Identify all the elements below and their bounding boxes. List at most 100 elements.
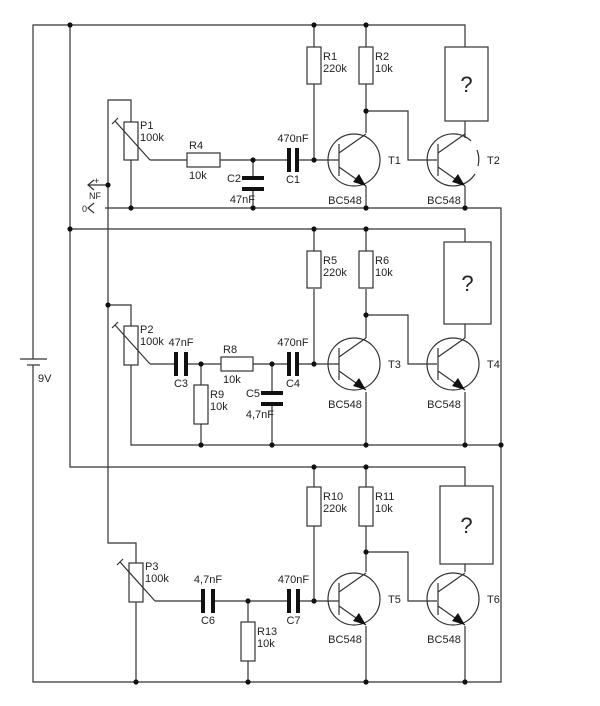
junction-dot <box>498 442 504 448</box>
junction-dot <box>105 182 111 188</box>
potentiometer-p3 <box>116 558 156 603</box>
resistor-value: 10k <box>375 63 393 75</box>
junction-dot <box>269 442 275 448</box>
transistor-type: BC548 <box>328 634 362 646</box>
capacitor-ref: C3 <box>174 378 188 390</box>
resistor-value: 10k <box>375 503 393 515</box>
junction-dot <box>245 679 251 685</box>
junction-dot <box>105 302 111 308</box>
junction-dot <box>363 108 369 114</box>
input-arrows <box>87 179 95 214</box>
junction-dot <box>363 442 369 448</box>
resistor-r5 <box>306 250 322 289</box>
resistor-ref: R10 <box>323 491 343 503</box>
labels: 9V + NF 0 R1220kR210kR5220kR610kR10220kR… <box>38 51 500 650</box>
transistor-ref: T1 <box>388 155 401 167</box>
junction-dot <box>311 361 317 367</box>
resistor-ref: R8 <box>223 344 237 356</box>
junction-dot <box>311 157 317 163</box>
transistor-t4 <box>426 337 480 391</box>
resistor-value: 10k <box>375 267 393 279</box>
capacitor-value: 470nF <box>277 337 308 349</box>
junction-dot <box>363 226 369 232</box>
resistor-value: 10k <box>257 638 275 650</box>
junction-dot <box>363 679 369 685</box>
pot-ref: P1 <box>140 120 153 132</box>
transistor-type: BC548 <box>328 399 362 411</box>
transistor-t1 <box>327 133 381 187</box>
input-zero: 0 <box>82 204 87 214</box>
capacitor-ref: C6 <box>201 615 215 627</box>
junction-dot <box>128 205 134 211</box>
pot-ref: P3 <box>145 561 158 573</box>
transistor-ref: T5 <box>388 594 401 606</box>
load-label: ? <box>460 72 472 97</box>
emitter-arrow-icon <box>452 613 465 625</box>
junction-dot <box>462 205 468 211</box>
resistor-ref: R5 <box>323 255 337 267</box>
resistor-ref: R4 <box>189 140 203 152</box>
resistor-r13 <box>240 621 256 662</box>
junction-dot <box>462 679 468 685</box>
junction-dot <box>311 598 317 604</box>
junction-dots <box>67 22 504 685</box>
resistor-r9 <box>193 384 209 425</box>
capacitor-ref: C2 <box>227 173 241 185</box>
resistor-value: 220k <box>323 63 347 75</box>
capacitor-value: 47nF <box>230 194 255 206</box>
unknown-load-box <box>444 46 489 122</box>
resistor-ref: R6 <box>375 255 389 267</box>
junction-dot <box>363 312 369 318</box>
input-label: NF <box>89 191 101 201</box>
transistor-ref: T6 <box>487 594 500 606</box>
junction-dot <box>67 226 73 232</box>
junction-dot <box>250 205 256 211</box>
transistor-t6 <box>426 572 480 626</box>
emitter-arrow-icon <box>353 378 366 390</box>
junction-dot <box>363 464 369 470</box>
resistor-r6 <box>358 250 374 289</box>
resistor-ref: R2 <box>375 51 389 63</box>
capacitor-value: 470nF <box>278 574 309 586</box>
capacitor-c7 <box>287 589 300 613</box>
transistor-ref: T3 <box>388 359 401 371</box>
unknown-load-box <box>439 485 494 565</box>
capacitor-c1 <box>287 148 299 172</box>
resistor-r1 <box>306 46 322 85</box>
emitter-arrow-icon <box>353 174 366 186</box>
resistor-ref: R9 <box>210 389 224 401</box>
transistor-t5 <box>327 572 381 626</box>
capacitor-ref: C7 <box>286 615 300 627</box>
transistor-type: BC548 <box>427 634 461 646</box>
input-plus: + <box>94 176 99 186</box>
transistor-t2 <box>426 133 480 187</box>
junction-dot <box>462 442 468 448</box>
resistor-r8 <box>220 356 254 372</box>
resistor-r2 <box>358 46 374 85</box>
potentiometer-p1 <box>111 117 151 161</box>
resistor-value: 10k <box>210 401 228 413</box>
junction-dot <box>67 22 73 28</box>
resistor-value: 10k <box>223 374 241 386</box>
resistor-r4 <box>186 152 221 168</box>
junction-dot <box>311 22 317 28</box>
junction-dot <box>245 598 251 604</box>
junction-dot <box>250 157 256 163</box>
junction-dot <box>198 442 204 448</box>
resistor-ref: R13 <box>257 626 277 638</box>
resistor-r10 <box>306 486 322 527</box>
load-label: ? <box>461 271 473 296</box>
unknown-load-box <box>443 241 492 325</box>
junction-dot <box>269 361 275 367</box>
capacitor-value: 4,7nF <box>194 574 222 586</box>
resistor-r11 <box>358 486 374 527</box>
junction-dot <box>363 549 369 555</box>
emitter-arrow-icon <box>452 174 465 186</box>
pot-value: 100k <box>140 132 164 144</box>
junction-dot <box>198 361 204 367</box>
resistor-value: 10k <box>189 170 207 182</box>
capacitor-ref: C5 <box>246 388 260 400</box>
capacitor-c6 <box>201 589 215 613</box>
